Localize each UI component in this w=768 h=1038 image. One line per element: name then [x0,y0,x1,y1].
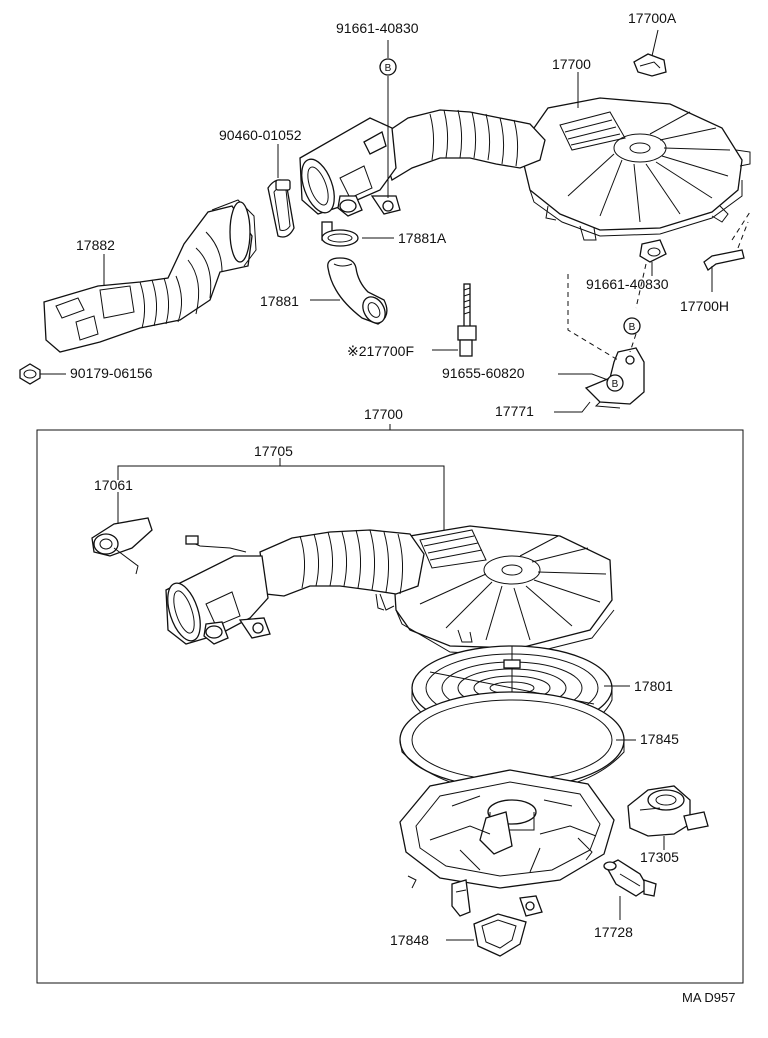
screw-90179-06156 [19,363,41,385]
leader-lines-upper [40,29,713,413]
bolt-marker-right: B [623,317,641,335]
diagram-code: MA D957 [682,990,735,1005]
air-cleaner-cover [379,525,615,657]
clamp-17881A [321,221,359,247]
bolt-217700F [457,283,477,357]
label-91661-40830-top: 91661-40830 [336,20,419,36]
housing-ribs [567,111,731,223]
lower-case [399,769,615,917]
clip-17700A [633,53,667,77]
label-17845: 17845 [640,731,679,747]
label-17705: 17705 [254,443,293,459]
hose-17881 [327,257,388,325]
valve-17305 [627,785,709,837]
fitting-17728 [603,859,657,920]
label-217700F: ※217700F [347,343,414,359]
label-17061: 17061 [94,477,133,493]
leader-lines-lower [446,685,665,941]
intake-bellows-lower [259,529,425,597]
label-91661-40830-right: 91661-40830 [586,276,669,292]
svg-text:B: B [612,379,619,390]
svg-text:B: B [385,63,392,74]
bolt-marker-bracket: B [606,374,624,392]
label-17848: 17848 [390,932,429,948]
label-17882: 17882 [76,237,115,253]
intake-horn-lower [165,535,385,645]
upper-assembly [19,53,751,409]
bolt-marker-top: B [379,58,397,76]
intake-bellows-top [377,109,546,181]
clamp-90460-01052 [267,179,295,238]
air-cleaner-housing-top [519,97,751,241]
exploded-view-box [36,424,744,984]
label-17771: 17771 [495,403,534,419]
label-17700-top: 17700 [552,56,591,72]
label-90179-06156: 90179-06156 [70,365,153,381]
label-17728: 17728 [594,924,633,940]
hose-17700H [703,211,751,271]
label-17700-box: 17700 [364,406,403,422]
label-17801: 17801 [634,678,673,694]
label-17305: 17305 [640,849,679,865]
sensor-17061 [91,492,153,575]
label-90460-01052: 90460-01052 [219,127,302,143]
label-91655-60820: 91655-60820 [442,365,525,381]
label-17881: 17881 [260,293,299,309]
gasket-17848 [473,913,527,957]
intake-horn-top [299,117,401,217]
label-17700H: 17700H [680,298,729,314]
label-17881A: 17881A [398,230,447,246]
label-17700A: 17700A [628,10,677,26]
inlet-duct-17882 [43,199,257,353]
grommet-right [639,239,667,263]
svg-text:B: B [629,322,636,333]
